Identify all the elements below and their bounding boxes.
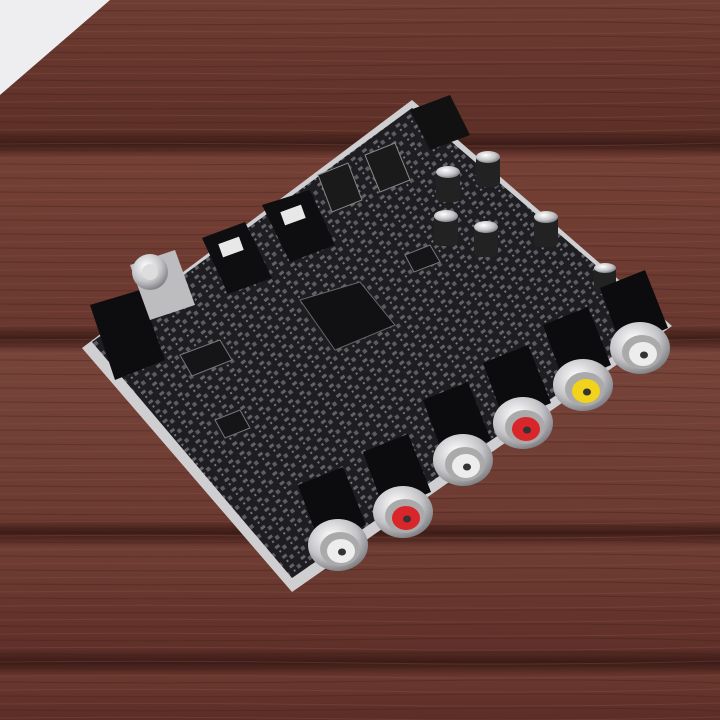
rca-jack-white	[298, 467, 368, 571]
capacitor	[474, 221, 498, 257]
rca-jack-yellow	[543, 307, 613, 411]
chip-small	[214, 409, 251, 439]
capacitors	[434, 151, 616, 294]
rca-jack-left	[130, 250, 195, 320]
rca-output-jacks	[298, 270, 670, 571]
capacitor	[436, 166, 460, 202]
board-surface	[92, 108, 662, 578]
capacitor	[434, 210, 458, 246]
chip-small	[179, 339, 233, 377]
capacitor	[534, 211, 558, 247]
circuit-board	[82, 100, 672, 592]
dc-power-jack	[410, 95, 470, 150]
white-object-corner	[0, 0, 110, 95]
chip-small	[404, 244, 441, 273]
main-chip	[299, 281, 396, 351]
rca-jack-white	[600, 270, 670, 374]
capacitor	[476, 151, 500, 187]
optical-input-2	[202, 222, 272, 294]
rca-jack-red	[483, 345, 553, 449]
rca-jack-white	[423, 382, 493, 486]
connector-header	[364, 142, 411, 193]
rca-jack-red	[363, 434, 433, 538]
optical-input-1	[262, 190, 335, 262]
connector-header	[317, 162, 363, 213]
audio-jack-block	[90, 290, 165, 380]
